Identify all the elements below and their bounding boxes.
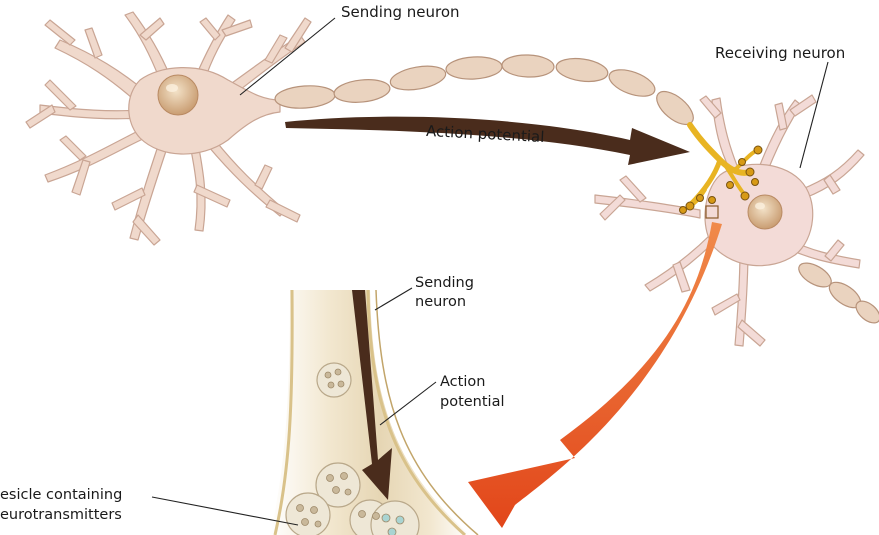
- label-sending-neuron-zoom-line1: Sending: [415, 275, 474, 291]
- action-potential-arrow-zoom: [352, 290, 392, 500]
- label-vesicle-line1: esicle containing: [0, 487, 123, 503]
- neurotransmitter-dots: [296, 368, 405, 535]
- axon-terminals: [679, 122, 763, 214]
- action-potential-arrow-top: [285, 116, 690, 165]
- label-sending-neuron: Sending neuron: [341, 3, 460, 21]
- label-vesicle-line2: eurotransmitters: [0, 507, 122, 523]
- label-sending-neuron-zoom-line2: neuron: [415, 294, 467, 310]
- label-action-potential-zoom-line2: potential: [440, 394, 505, 410]
- receiving-neuron: [594, 94, 865, 347]
- sending-neuron-nucleus: [157, 74, 199, 116]
- zoom-region-marker: [705, 205, 719, 219]
- axon-myelin: [274, 54, 694, 126]
- label-receiving-neuron: Receiving neuron: [715, 44, 846, 62]
- receiving-neuron-axon: [798, 262, 879, 324]
- receiving-neuron-nucleus: [747, 194, 783, 230]
- zoom-arrow: [468, 222, 722, 528]
- sending-neuron: [25, 11, 312, 246]
- leader-lines: [151, 17, 829, 526]
- label-action-potential-zoom-line1: Action: [440, 374, 486, 390]
